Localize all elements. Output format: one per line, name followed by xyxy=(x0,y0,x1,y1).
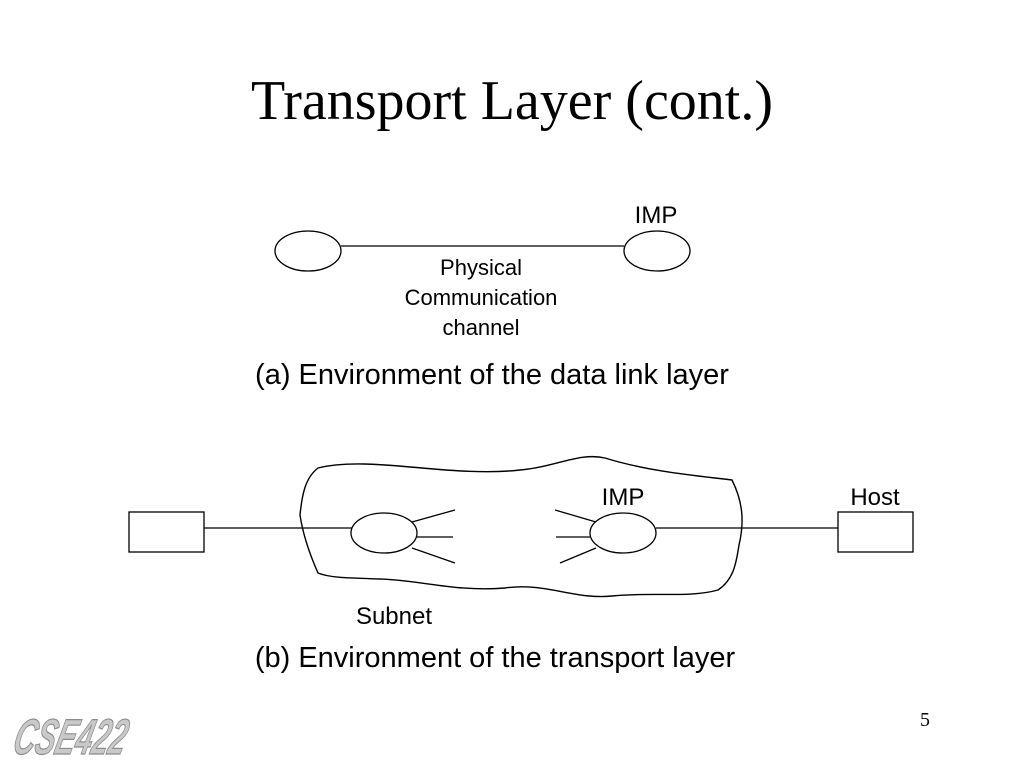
left-imp-stub-1 xyxy=(411,509,456,523)
caption-a: (a) Environment of the data link layer xyxy=(255,359,729,391)
left-subnet-imp xyxy=(350,512,418,554)
slide-title: Transport Layer (cont.) xyxy=(250,70,774,132)
left-host-box xyxy=(128,511,205,553)
logo-text: CSE422 xyxy=(8,709,134,764)
right-host-box xyxy=(837,511,914,553)
channel-label-line-1: Physical xyxy=(440,255,522,280)
course-logo: CSE422 xyxy=(8,708,135,764)
channel-label-line-2: Communication xyxy=(405,285,558,310)
host-label: Host xyxy=(850,484,900,511)
diagram-a: IMP Physical Communication channel xyxy=(274,202,691,340)
caption-b: (b) Environment of the transport layer xyxy=(254,642,736,674)
right-imp-node xyxy=(623,230,691,272)
right-imp-stub-1 xyxy=(554,509,597,523)
diagram-b: IMP Host Subnet xyxy=(128,455,914,630)
left-imp-stub-3 xyxy=(411,547,456,564)
imp-label-b: IMP xyxy=(602,484,645,511)
channel-label-line-3: channel xyxy=(442,315,519,340)
imp-label-a: IMP xyxy=(635,202,678,229)
subnet-label: Subnet xyxy=(356,603,432,630)
page-number: 5 xyxy=(920,709,930,731)
subnet-cloud xyxy=(299,455,743,598)
right-imp-stub-3 xyxy=(559,547,597,564)
left-imp-node xyxy=(274,230,342,272)
right-subnet-imp xyxy=(589,512,657,554)
